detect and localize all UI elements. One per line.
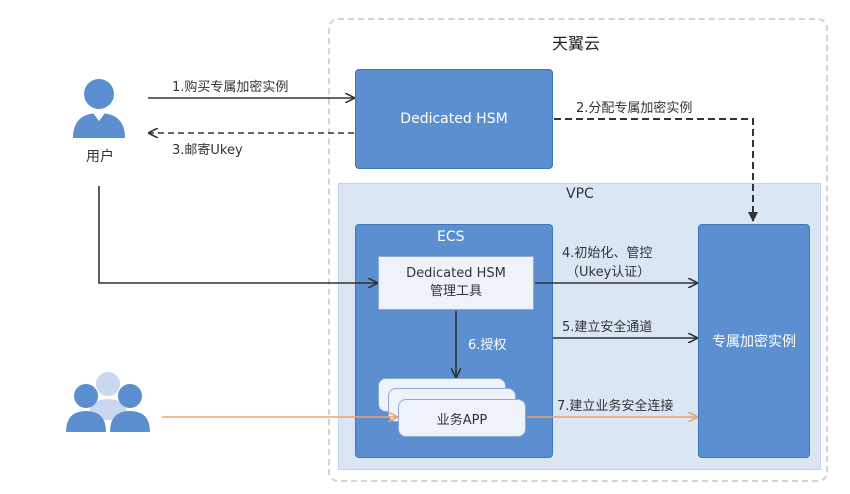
step-6-label: 6.授权 xyxy=(468,338,507,353)
hsm-management-tool-box: Dedicated HSM 管理工具 xyxy=(378,256,534,310)
step-3-label: 3.邮寄Ukey xyxy=(172,143,243,158)
step-1-label: 1.购买专属加密实例 xyxy=(172,80,289,95)
dedicated-encryption-instance-box: 专属加密实例 xyxy=(698,224,810,458)
step-7-label: 7.建立业务安全连接 xyxy=(557,399,674,414)
business-app-card: 业务APP xyxy=(398,399,526,437)
person-icon xyxy=(73,79,125,138)
dedicated-hsm-box: Dedicated HSM xyxy=(355,69,553,169)
cloud-boundary xyxy=(328,18,828,482)
step-2-label: 2.分配专属加密实例 xyxy=(576,101,693,116)
arrow-user-to-tool xyxy=(98,186,377,283)
step-4-sublabel: （Ukey认证） xyxy=(566,265,651,280)
business-app-label: 业务APP xyxy=(436,412,488,428)
vpc-label: VPC xyxy=(566,186,594,202)
tool-line-1: Dedicated HSM xyxy=(406,266,506,281)
ecs-label: ECS xyxy=(437,229,465,245)
step-4-label: 4.初始化、管控 xyxy=(562,246,653,261)
tool-line-2: 管理工具 xyxy=(429,284,482,299)
dedicated-hsm-label: Dedicated HSM xyxy=(400,111,508,127)
instance-label: 专属加密实例 xyxy=(712,334,796,350)
arrow-step-2 xyxy=(554,118,758,222)
user-label: 用户 xyxy=(86,149,114,165)
step-5-label: 5.建立安全通道 xyxy=(562,320,653,335)
cloud-title: 天翼云 xyxy=(552,34,601,53)
user-group-icon xyxy=(66,372,150,432)
